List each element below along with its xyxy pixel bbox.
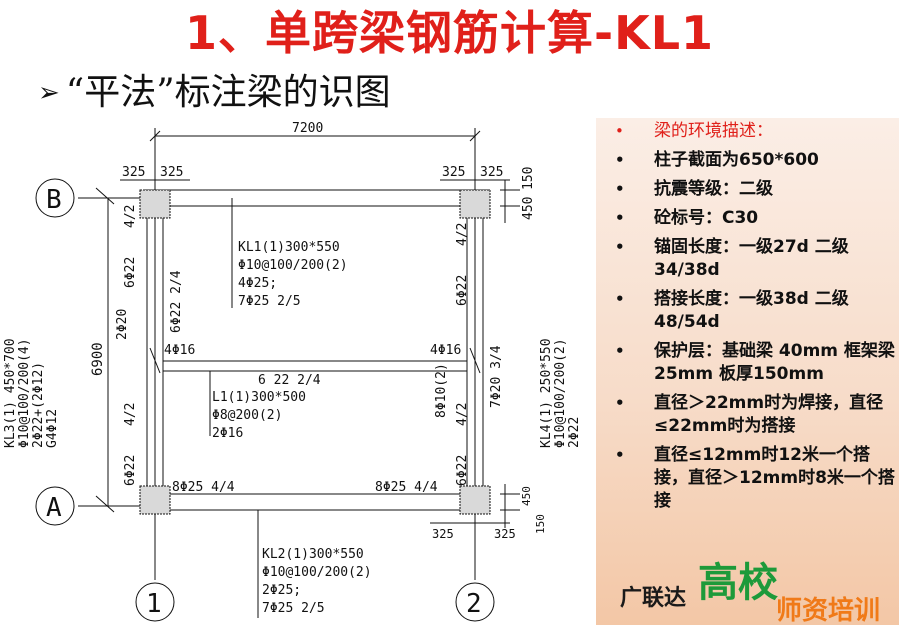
description-item: 直径≤12mm时12米一个搭接，直径＞12mm时8米一个搭接 bbox=[615, 444, 899, 513]
kl2-line4: 7Φ25 2/5 bbox=[262, 601, 325, 616]
kl2-line2: Φ10@100/200(2) bbox=[262, 565, 372, 580]
kl3-line4: G4Φ12 bbox=[45, 409, 60, 448]
col-dim-top-right-b: 325 bbox=[480, 165, 503, 180]
axis-a-label: A bbox=[46, 493, 62, 523]
description-item: 搭接长度：一级38d 二级48/54d bbox=[615, 288, 899, 334]
span-dimension: 7200 bbox=[292, 121, 323, 136]
description-item: 抗震等级：二级 bbox=[615, 178, 899, 201]
logo-text-1: 广联达 bbox=[620, 586, 687, 611]
axis-2-label: 2 bbox=[466, 589, 482, 619]
left-mid-42: 4/2 bbox=[123, 403, 138, 426]
col-dim-top-left-b: 325 bbox=[160, 165, 183, 180]
kl2-line3: 2Φ25; bbox=[262, 583, 301, 598]
kl1-line1: KL1(1)300*550 bbox=[238, 240, 340, 255]
l1-line1: L1(1)300*500 bbox=[212, 390, 306, 405]
slide-title: 1、单跨梁钢筋计算-KL1 bbox=[184, 6, 715, 60]
dim-bottom-150: 150 bbox=[534, 514, 547, 534]
l1-line3: 2Φ16 bbox=[212, 426, 243, 441]
right-top-42: 4/2 bbox=[455, 223, 470, 246]
description-item: 保护层：基础梁 40mm 框架梁 25mm 板厚150mm bbox=[615, 340, 899, 386]
slide-subtitle: ➢“平法”标注梁的识图 bbox=[38, 70, 391, 116]
logo-text-2: 高校 bbox=[698, 560, 778, 606]
kl3-line3: 2Φ22+(2Φ12) bbox=[31, 362, 46, 448]
dim-bottom-325a: 325 bbox=[432, 527, 454, 541]
beam-plan-drawing: 7200 325 325 325 325 450 150 450 150 325… bbox=[3, 121, 582, 622]
bottom-left-bars: 8Φ25 4/4 bbox=[172, 480, 235, 495]
axis-b-label: B bbox=[46, 185, 62, 215]
depth-dimension: 6900 bbox=[90, 342, 106, 376]
logo-text-3: 师资培训 bbox=[776, 596, 881, 626]
description-item: 锚固长度：一级27d 二级34/38d bbox=[615, 236, 899, 282]
l1-line2: Φ8@200(2) bbox=[212, 408, 282, 423]
left-4016: 4Φ16 bbox=[164, 343, 195, 358]
right-6622-top: 6Φ22 bbox=[455, 275, 470, 306]
dim-top-150: 150 bbox=[521, 167, 536, 190]
right-4016: 4Φ16 bbox=[430, 343, 461, 358]
kl4-line2: Φ10@100/200(2) bbox=[553, 338, 568, 448]
bottom-right-bars: 8Φ25 4/4 bbox=[375, 480, 438, 495]
dim-bottom-325b: 325 bbox=[494, 527, 516, 541]
description-item: 柱子截面为650*600 bbox=[615, 149, 899, 172]
left-6622-bottom: 6Φ22 bbox=[123, 455, 138, 486]
dim-bottom-450: 450 bbox=[520, 486, 533, 506]
right-7020: 7Φ20 3/4 bbox=[489, 345, 504, 408]
left-2020: 2Φ20 bbox=[115, 309, 130, 340]
arrow-bullet-icon: ➢ bbox=[38, 78, 60, 108]
right-mid-42: 4/2 bbox=[455, 403, 470, 426]
description-item: 直径＞22mm时为焊接，直径≤22mm时为搭接 bbox=[615, 392, 899, 438]
kl2-line1: KL2(1)300*550 bbox=[262, 547, 364, 562]
description-item: 梁的环境描述： bbox=[615, 120, 899, 143]
beam-description-list: 梁的环境描述： 柱子截面为650*600 抗震等级：二级 砼标号：C30 锚固长… bbox=[615, 120, 899, 519]
subtitle-text: “平法”标注梁的识图 bbox=[65, 72, 391, 113]
col-dim-top-right-a: 325 bbox=[442, 165, 465, 180]
left-6622-top: 6Φ22 bbox=[123, 257, 138, 288]
dim-top-450: 450 bbox=[521, 197, 536, 220]
left-6622-24: 6Φ22 2/4 bbox=[169, 270, 184, 333]
kl1-line2: Φ10@100/200(2) bbox=[238, 258, 348, 273]
glodon-training-logo: 广联达 高校 师资培训 bbox=[620, 550, 899, 626]
kl1-line4: 7Φ25 2/5 bbox=[238, 294, 301, 309]
description-item: 砼标号：C30 bbox=[615, 207, 899, 230]
mid-beam-label: 6 22 2/4 bbox=[258, 373, 321, 388]
left-top-42: 4/2 bbox=[123, 205, 138, 228]
right-8010: 8Φ10(2) bbox=[434, 363, 449, 418]
axis-1-label: 1 bbox=[146, 589, 162, 619]
kl3-line1: KL3(1) 450*700 bbox=[3, 338, 18, 448]
kl4-line3: 2Φ22 bbox=[567, 417, 582, 448]
kl4-line1: KL4(1) 250*550 bbox=[539, 338, 554, 448]
right-6622-bottom: 6Φ22 bbox=[455, 455, 470, 486]
kl1-line3: 4Φ25; bbox=[238, 276, 277, 291]
kl3-line2: Φ10@100/200(4) bbox=[17, 338, 32, 448]
col-dim-top-left-a: 325 bbox=[122, 165, 145, 180]
